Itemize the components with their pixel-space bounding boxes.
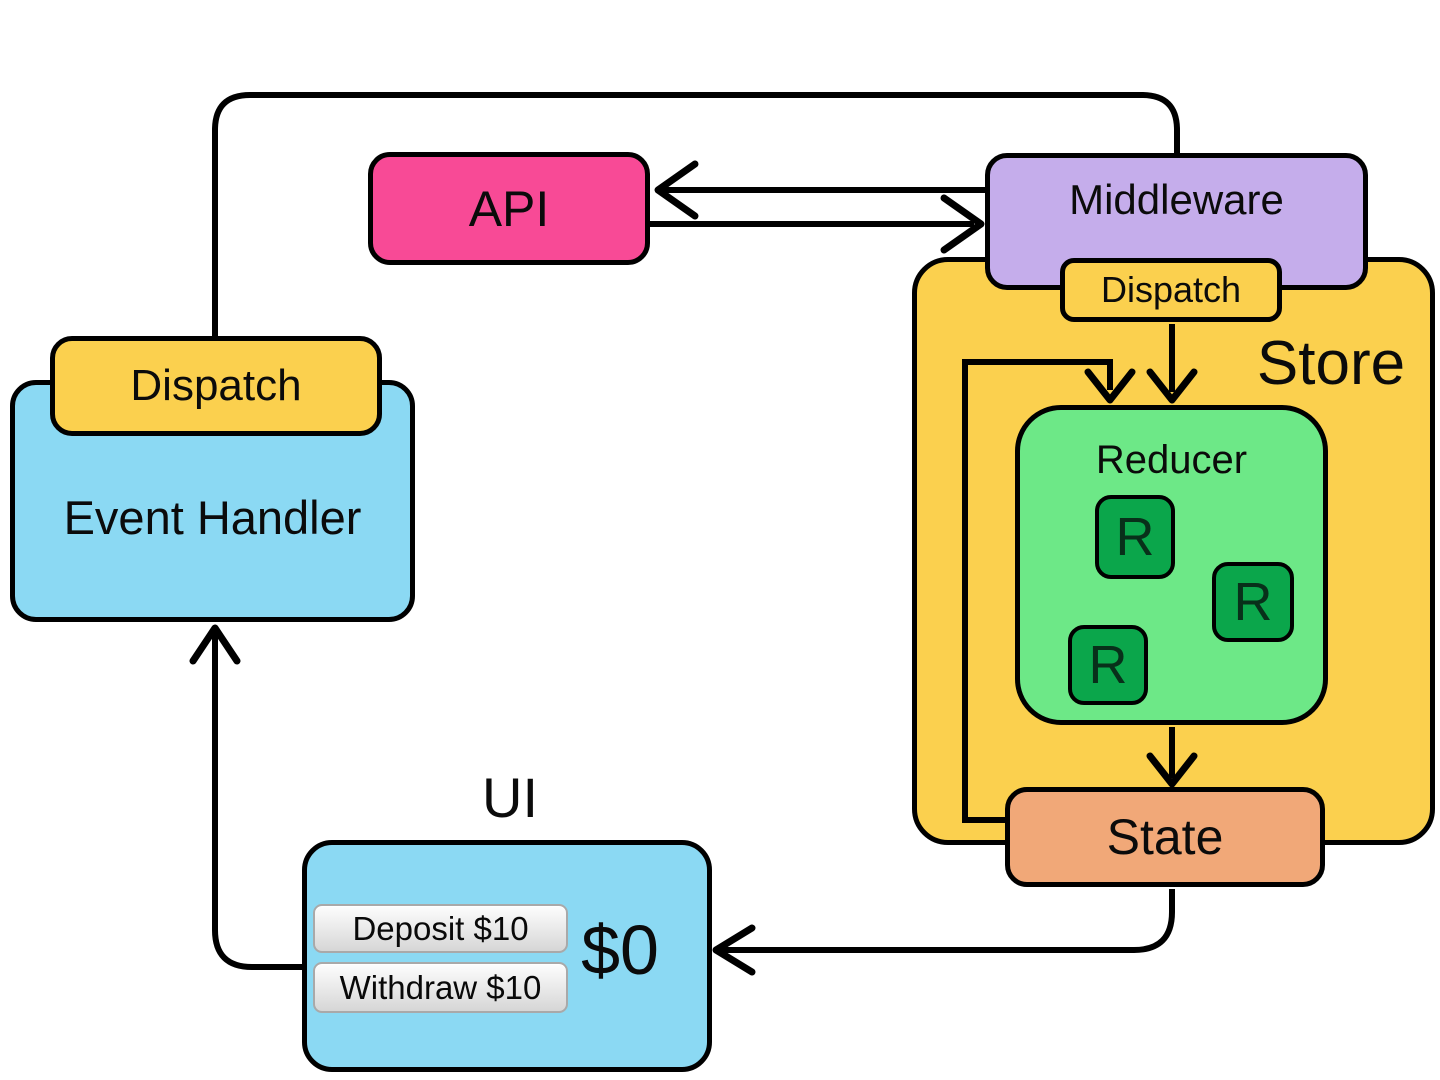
ui-label: UI <box>482 765 538 829</box>
ui-box <box>302 840 712 1072</box>
store-dispatch-box: Dispatch <box>1060 258 1282 322</box>
reducer-item-1-label: R <box>1115 507 1155 567</box>
event-handler-label: Event Handler <box>63 491 362 544</box>
event-handler-dispatch-box: Dispatch <box>50 336 382 436</box>
edge-state-to-ui <box>722 889 1175 953</box>
reducer-item-2-label: R <box>1233 572 1273 632</box>
balance-value: $0 <box>581 911 659 989</box>
arrowhead-right-middleware <box>940 194 985 254</box>
arrowhead-up-event-handler <box>189 624 241 665</box>
event-handler-dispatch-label: Dispatch <box>130 361 302 410</box>
withdraw-button[interactable]: Withdraw $10 <box>313 962 568 1013</box>
store-dispatch-label: Dispatch <box>1100 269 1242 310</box>
reducer-item-2: R <box>1212 562 1294 642</box>
api-box: API <box>368 152 650 265</box>
deposit-button-label: Deposit $10 <box>352 909 529 947</box>
store-label: Store <box>1256 328 1406 398</box>
edge-ui-to-event-handler <box>212 634 302 970</box>
state-box: State <box>1005 787 1325 887</box>
reducer-item-3-label: R <box>1088 635 1128 695</box>
reducer-item-3: R <box>1068 625 1148 705</box>
withdraw-button-label: Withdraw $10 <box>339 968 542 1006</box>
api-label: API <box>468 180 550 237</box>
deposit-button[interactable]: Deposit $10 <box>313 904 568 953</box>
arrowhead-left-api <box>654 160 699 220</box>
reducer-item-1: R <box>1095 495 1175 579</box>
middleware-label: Middleware <box>1069 176 1284 223</box>
state-label: State <box>1106 809 1224 865</box>
arrowhead-left-ui <box>712 924 756 976</box>
reducer-label: Reducer <box>1095 438 1248 482</box>
